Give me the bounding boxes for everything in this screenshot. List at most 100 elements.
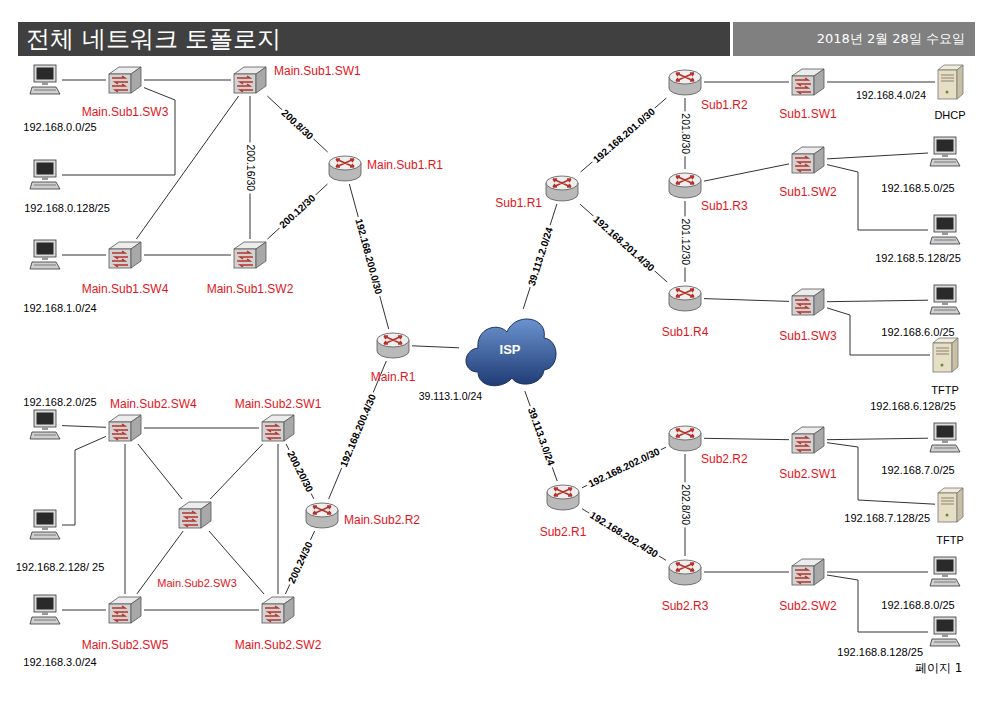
device-label: Sub2.SW2 [779,600,836,614]
device-label: Main.Sub1.SW2 [207,283,294,297]
device-label: Main.Sub1.SW1 [274,65,361,79]
network-link [827,300,928,302]
device-label: Sub1.SW2 [779,186,836,200]
network-link [580,204,667,282]
subnet-label: 192.168.7.0/25 [881,464,954,477]
router-node: Main.Sub1.R1 [327,153,363,183]
link-subnet-label: 200.12/30 [276,191,319,232]
pc-node: 192.168.3.0/24 [29,594,61,626]
pc-icon [29,64,61,96]
router-node: Sub2.R2 [667,423,703,453]
pc-node: 192.168.5.0/25 [929,136,961,168]
switch-node: Main.Sub1.SW3 [107,65,143,95]
link-subnet-label: 192.168.202.0/30 [585,445,663,491]
link-subnet-label: 201.12/30 [679,216,691,267]
device-label: Sub1.SW3 [779,330,836,344]
title-bar: 전체 네트워크 토폴로지 [18,22,730,56]
switch-icon [790,287,826,317]
subnet-label: 192.168.2.0/25 [23,396,96,409]
network-link [582,509,666,561]
switch-icon [107,65,143,95]
network-link [827,572,928,573]
subnet-label: 192.168.1.0/24 [23,302,96,315]
network-link [704,572,789,573]
router-icon [667,423,703,453]
router-node: Sub1.R3 [667,170,703,200]
device-label: Main.Sub2.SW3 [157,577,236,590]
router-node: Main.R1 [375,330,411,360]
pc-node: 192.168.5.128/25 [929,214,961,246]
server-node: TFTP192.168.6.128/25 [931,337,959,373]
pc-icon [929,422,961,454]
switch-icon [790,425,826,455]
server-icon [936,487,964,523]
network-link [144,80,231,81]
server-node: DHCP [936,64,964,100]
network-link [125,444,126,594]
server-label: 192.168.6.128/25 [870,400,956,413]
router-node: Sub1.R4 [667,283,703,313]
network-link [523,204,557,309]
link-subnet-label: 200.24/30 [285,538,315,587]
device-label: Sub1.R3 [701,200,748,214]
link-subnet-label: 200.16/30 [244,142,256,193]
router-icon [667,67,703,97]
pc-icon [29,409,61,441]
subnet-label: 192.168.5.128/25 [875,252,961,265]
link-subnet-label: 200.20/30 [284,447,316,495]
server-label: TFTP [931,384,959,397]
switch-icon [790,67,826,97]
router-icon [544,173,580,203]
server-icon [936,64,964,100]
pc-icon [29,239,61,271]
server-label: DHCP [934,109,965,122]
network-link [827,165,928,230]
pc-node: 192.168.1.0/24 [29,239,61,271]
network-link [704,438,789,439]
switch-icon [107,595,143,625]
pc-icon [929,616,961,648]
switch-icon [232,240,268,270]
network-link [62,610,106,611]
device-label: Sub2.R1 [540,526,587,540]
device-label: Sub1.SW1 [779,108,836,122]
router-icon [545,482,581,512]
link-subnet-label: 192.168.4.0/24 [854,90,928,102]
router-icon [667,557,703,587]
router-icon [304,500,340,530]
network-link [62,426,106,428]
subnet-label: 192.168.0.128/25 [24,202,110,215]
server-label: TFTP [936,534,964,547]
switch-node: Main.Sub2.SW4 [107,413,143,443]
network-link [827,438,928,440]
switch-node: Main.Sub2.SW3 [177,500,213,530]
subnet-label: 192.168.2.128/ 25 [10,561,110,574]
switch-node: Main.Sub2.SW5 [107,595,143,625]
switch-icon [260,595,296,625]
subnet-label: 192.168.5.0/25 [881,182,954,195]
switch-icon [790,145,826,175]
switch-icon [232,65,268,95]
device-label: Sub1.R4 [662,326,709,340]
network-link [138,444,182,499]
network-link [581,98,667,172]
link-subnet-label: 200.8/30 [278,105,317,142]
date-text: 2018년 2월 28일 수요일 [733,22,975,56]
router-node: Sub2.R3 [667,557,703,587]
switch-node: Main.Sub2.SW2 [260,595,296,625]
router-node: Sub1.R1 [544,173,580,203]
device-label: Main.Sub2.SW1 [235,398,322,412]
pc-node: 192.168.8.0/25 [929,556,961,588]
device-label: Main.Sub2.SW4 [110,398,197,412]
device-label: Main.Sub1.SW3 [82,106,169,120]
device-label: Sub2.SW1 [779,468,836,482]
switch-node: Sub1.SW2 [790,145,826,175]
pc-node: 192.168.2.0/25 [29,409,61,441]
pc-icon [29,159,61,191]
network-link [412,346,459,348]
network-link [268,184,328,239]
pc-icon [929,214,961,246]
link-subnet-label: 192.168.200.0/30 [353,216,385,298]
link-subnet-label: 201.8/30 [679,111,691,156]
subnet-label: 192.168.0.0/25 [23,121,96,134]
